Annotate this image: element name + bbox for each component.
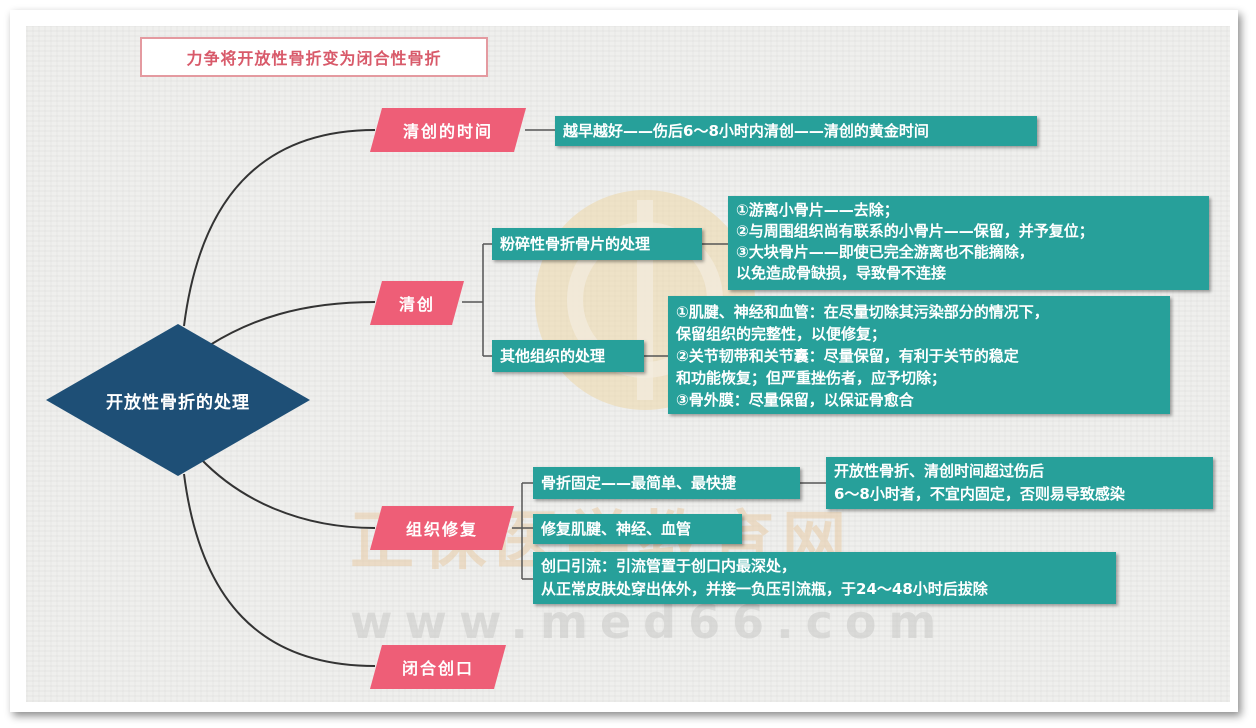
comminuted-line-2: ②与周围组织尚有联系的小骨片——保留，并予复位； (736, 222, 1094, 240)
node-fixation: 骨折固定——最简单、最快捷 (533, 467, 800, 499)
drainage-detail: 创口引流：引流管置于创口内最深处， 从正常皮肤处穿出体外，并接一负压引流瓶，于2… (533, 552, 1116, 604)
drainage-line-2: 从正常皮肤处穿出体外，并接一负压引流瓶，于24～48小时后拔除 (541, 580, 988, 598)
node-comminuted: 粉碎性骨折骨片的处理 (492, 228, 702, 260)
fixation-line-1: 开放性骨折、清创时间超过伤后 (834, 462, 1045, 480)
node-other-tissue: 其他组织的处理 (492, 340, 644, 372)
comminuted-line-1: ①游离小骨片——去除； (736, 201, 899, 219)
fixation-line-2: 6～8小时者，不宜内固定，否则易导致感染 (834, 485, 1125, 503)
root-label: 开放性骨折的处理 (106, 392, 250, 413)
other-line-1: ①肌腱、神经和血管：在尽量切除其污染部分的情况下， (676, 303, 1049, 321)
other-line-3: ②关节韧带和关节囊：尽量保留，有利于关节的稳定 (676, 347, 1019, 365)
node-debridement: 清创 (370, 281, 464, 325)
root-node: 开放性骨折的处理 (46, 324, 310, 476)
diamond-shape (46, 324, 310, 476)
node-tendon-repair: 修复肌腱、神经、血管 (533, 514, 742, 544)
comminuted-line-3: ③大块骨片——即使已完全游离也不能摘除， (736, 243, 1034, 261)
other-line-5: ③骨外膜：尽量保留，以保证骨愈合 (676, 391, 914, 409)
other-line-2: 保留组织的完整性，以便修复； (676, 325, 887, 343)
timing-detail: 越早越好——伤后6～8小时内清创——清创的黄金时间 (555, 116, 1037, 146)
other-line-4: 和功能恢复；但严重挫伤者，应予切除； (676, 369, 947, 387)
fixation-detail: 开放性骨折、清创时间超过伤后 6～8小时者，不宜内固定，否则易导致感染 (826, 457, 1213, 509)
other-tissue-detail: ①肌腱、神经和血管：在尽量切除其污染部分的情况下， 保留组织的完整性，以便修复；… (668, 296, 1170, 414)
page-title: 力争将开放性骨折变为闭合性骨折 (140, 37, 488, 77)
watermark-url: www.med66.com (350, 595, 949, 649)
node-repair: 组织修复 (370, 506, 514, 550)
node-timing: 清创的时间 (370, 108, 526, 152)
node-closure: 闭合创口 (370, 645, 506, 689)
comminuted-line-4: 以免造成骨缺损，导致骨不连接 (736, 264, 947, 282)
drainage-line-1: 创口引流：引流管置于创口内最深处， (541, 557, 797, 575)
comminuted-detail: ①游离小骨片——去除； ②与周围组织尚有联系的小骨片——保留，并予复位； ③大块… (728, 196, 1209, 290)
